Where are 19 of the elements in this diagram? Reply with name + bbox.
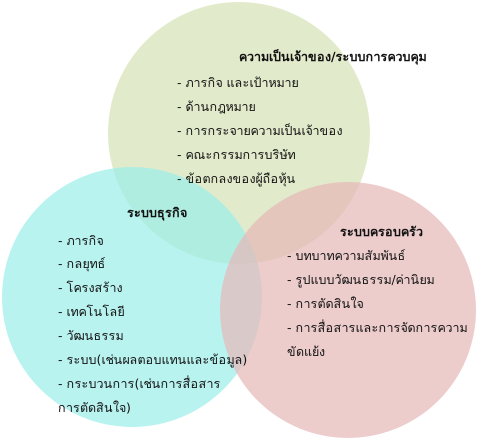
list-item: - กระบวนการ(เช่นการสื่อสาร การตัดสินใจ) [58,374,222,417]
list-item: - การตัดสินใจ [287,295,364,313]
heading: ความเป็นเจ้าของ/ระบบการควบคุม [239,48,427,67]
list-item: - ด้านกฎหมาย [177,98,256,116]
list-item: - ภารกิจ [58,232,104,250]
list-item: - การกระจายความเป็นเจ้าของ [177,122,342,140]
list-item: - กลยุทธ์ [58,255,106,274]
list-item: - เทคโนโลยี [58,303,124,321]
list-item: - บทบาทความสัมพันธ์ [287,247,406,265]
list-item: - คณะกรรมการบริษัท [177,146,296,164]
list-item: - ข้อตกลงของผู้ถือหุ้น [177,170,296,188]
list-item: - การสื่อสารและการจัดการความ ขัดแย้ง [287,318,468,361]
heading: ระบบธุรกิจ [127,204,187,223]
list-item: - ภารกิจ และเป้าหมาย [177,74,298,92]
heading: ระบบครอบครัว [340,223,423,241]
list-item: - ระบบ(เช่นผลตอบแทนและข้อมูล) [58,351,248,370]
list-item: - รูปแบบวัฒนธรรม/ค่านิยม [287,271,435,290]
list-item: - วัฒนธรรม [58,327,124,345]
list-item: - โครงสร้าง [58,279,122,297]
